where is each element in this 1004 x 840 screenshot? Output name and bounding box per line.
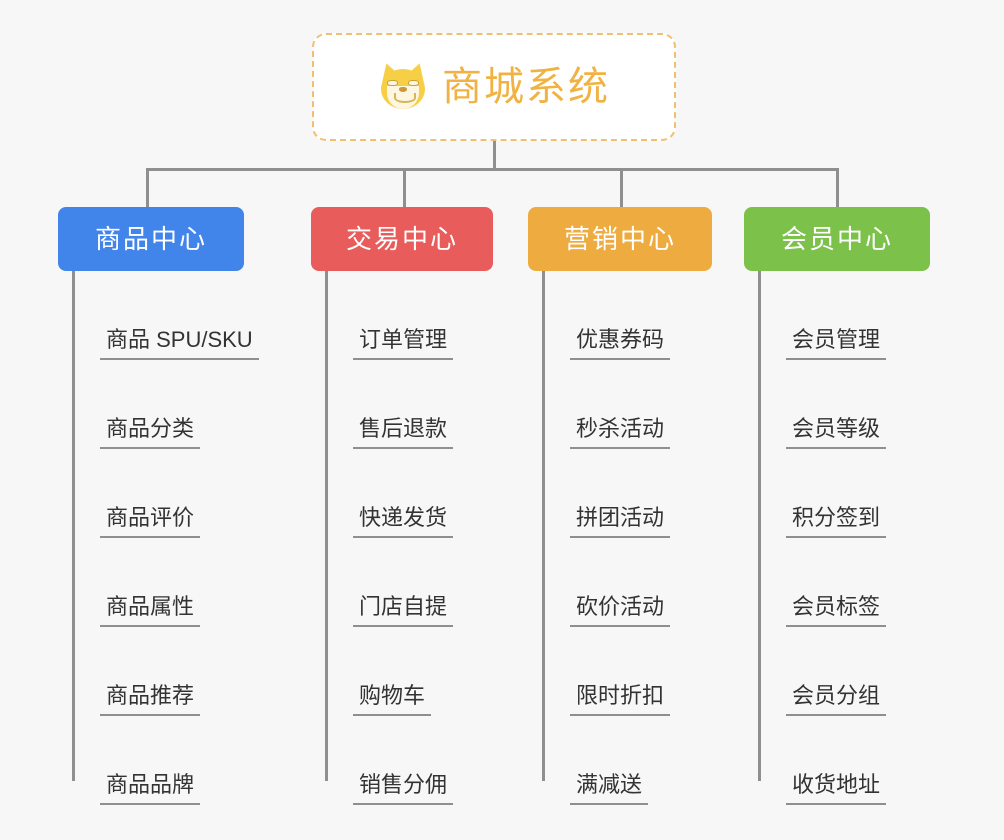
leaf-label: 会员分组 — [792, 682, 881, 708]
leaf-item[interactable]: 会员管理 — [758, 271, 887, 360]
leaf-item[interactable]: 销售分佣 — [325, 716, 454, 805]
leaf-item[interactable]: 购物车 — [325, 627, 453, 716]
category-header-营销中心[interactable]: 营销中心 — [528, 207, 712, 271]
leaf-label: 商品评价 — [106, 504, 195, 530]
column-spine — [758, 271, 761, 781]
leaf-label: 购物车 — [359, 682, 426, 708]
leaf-list: 会员管理 会员等级 积分签到 会员标签 会员分组 收货地址 — [758, 271, 887, 805]
category-column-营销中心: 营销中心 优惠券码 秒杀活动 拼团活动 砍价活动 限时折扣 满减送 — [528, 207, 712, 805]
leaf-label: 会员等级 — [792, 415, 881, 441]
leaf-label: 商品分类 — [106, 415, 195, 441]
leaf-label: 会员标签 — [792, 593, 881, 619]
leaf-label: 商品属性 — [106, 593, 195, 619]
leaf-label: 会员管理 — [792, 326, 881, 352]
column-spine — [542, 271, 545, 781]
root-node-商城系统[interactable]: 商城系统 — [312, 33, 676, 141]
category-label: 商品中心 — [94, 224, 207, 254]
category-column-交易中心: 交易中心 订单管理 售后退款 快递发货 门店自提 购物车 销售分佣 — [311, 207, 493, 805]
leaf-item[interactable]: 秒杀活动 — [542, 360, 671, 449]
category-label: 交易中心 — [345, 224, 458, 254]
leaf-label: 售后退款 — [359, 415, 448, 441]
leaf-item[interactable]: 会员分组 — [758, 627, 887, 716]
leaf-item[interactable]: 商品分类 — [72, 360, 259, 449]
leaf-label: 收货地址 — [792, 771, 881, 797]
leaf-item[interactable]: 收货地址 — [758, 716, 887, 805]
column-spine — [72, 271, 75, 781]
connector-drop-2 — [403, 168, 406, 207]
root-title: 商城系统 — [442, 65, 610, 109]
leaf-label: 商品 SPU/SKU — [106, 326, 253, 352]
leaf-label: 商品品牌 — [106, 771, 195, 797]
leaf-item[interactable]: 拼团活动 — [542, 449, 671, 538]
leaf-label: 快递发货 — [359, 504, 448, 530]
leaf-label: 砍价活动 — [576, 593, 665, 619]
connector-horizontal-bus — [146, 168, 839, 171]
leaf-item[interactable]: 商品评价 — [72, 449, 259, 538]
leaf-item[interactable]: 商品推荐 — [72, 627, 259, 716]
connector-drop-4 — [836, 168, 839, 207]
leaf-label: 商品推荐 — [106, 682, 195, 708]
connector-root-stem — [493, 141, 496, 171]
leaf-item[interactable]: 商品 SPU/SKU — [72, 271, 259, 360]
category-column-商品中心: 商品中心 商品 SPU/SKU 商品分类 商品评价 商品属性 商品推荐 商品品牌 — [58, 207, 259, 805]
leaf-label: 订单管理 — [359, 326, 448, 352]
category-label: 会员中心 — [780, 224, 893, 254]
leaf-item[interactable]: 订单管理 — [325, 271, 454, 360]
shiba-dog-icon — [376, 60, 430, 112]
leaf-label: 限时折扣 — [576, 682, 665, 708]
leaf-item[interactable]: 限时折扣 — [542, 627, 671, 716]
leaf-item[interactable]: 会员等级 — [758, 360, 887, 449]
category-column-会员中心: 会员中心 会员管理 会员等级 积分签到 会员标签 会员分组 收货地址 — [744, 207, 930, 805]
leaf-label: 满减送 — [576, 771, 643, 797]
leaf-item[interactable]: 商品属性 — [72, 538, 259, 627]
leaf-item[interactable]: 满减送 — [542, 716, 670, 805]
category-header-交易中心[interactable]: 交易中心 — [311, 207, 493, 271]
category-label: 营销中心 — [563, 224, 676, 254]
leaf-label: 拼团活动 — [576, 504, 665, 530]
leaf-item[interactable]: 门店自提 — [325, 538, 454, 627]
connector-drop-3 — [620, 168, 623, 207]
leaf-list: 优惠券码 秒杀活动 拼团活动 砍价活动 限时折扣 满减送 — [542, 271, 671, 805]
category-header-会员中心[interactable]: 会员中心 — [744, 207, 930, 271]
leaf-label: 秒杀活动 — [576, 415, 665, 441]
leaf-label: 优惠券码 — [576, 326, 665, 352]
leaf-item[interactable]: 优惠券码 — [542, 271, 671, 360]
leaf-item[interactable]: 积分签到 — [758, 449, 887, 538]
leaf-item[interactable]: 会员标签 — [758, 538, 887, 627]
leaf-item[interactable]: 商品品牌 — [72, 716, 259, 805]
leaf-item[interactable]: 售后退款 — [325, 360, 454, 449]
leaf-label: 门店自提 — [359, 593, 448, 619]
leaf-list: 商品 SPU/SKU 商品分类 商品评价 商品属性 商品推荐 商品品牌 — [72, 271, 259, 805]
leaf-label: 积分签到 — [792, 504, 881, 530]
column-spine — [325, 271, 328, 781]
leaf-list: 订单管理 售后退款 快递发货 门店自提 购物车 销售分佣 — [325, 271, 454, 805]
leaf-item[interactable]: 快递发货 — [325, 449, 454, 538]
category-header-商品中心[interactable]: 商品中心 — [58, 207, 244, 271]
connector-drop-1 — [146, 168, 149, 207]
leaf-label: 销售分佣 — [359, 771, 448, 797]
leaf-item[interactable]: 砍价活动 — [542, 538, 671, 627]
